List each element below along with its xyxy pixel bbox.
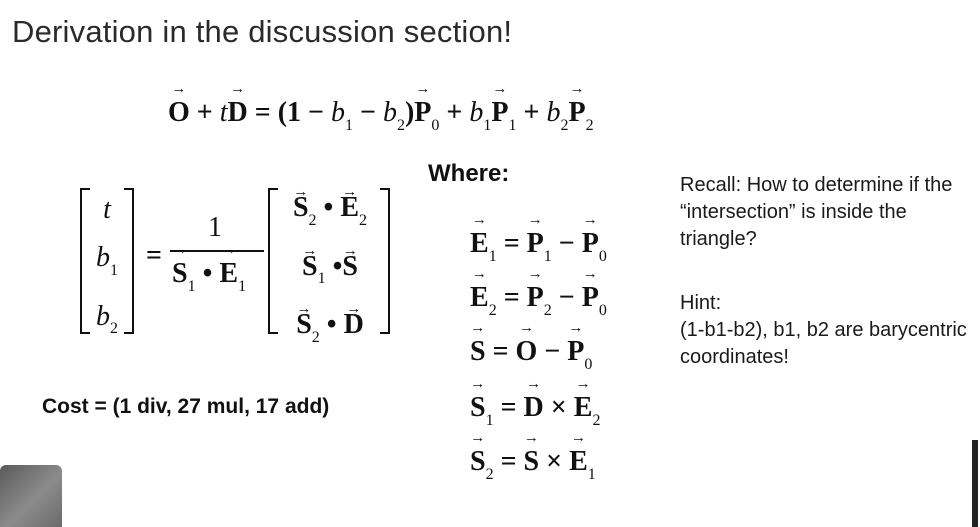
presenter-video-thumbnail	[0, 465, 62, 527]
hint-label: Hint:	[680, 292, 722, 314]
slide-title: Derivation in the discussion section!	[12, 14, 513, 49]
cost-text: Cost = (1 div, 27 mul, 17 add)	[42, 395, 330, 418]
recall-text: Recall: How to determine if the “interse…	[680, 174, 953, 250]
ray-triangle-equation: O + tD = (1 − b1 − b2)P0 + b1P1 + b2P2	[168, 97, 594, 134]
where-label: Where:	[428, 160, 510, 187]
hint-block: Hint: (1-b1-b2), b1, b2 are barycentric …	[680, 290, 970, 371]
side-edge-marker	[972, 440, 978, 527]
hint-text: (1-b1-b2), b1, b2 are barycentric coordi…	[680, 319, 967, 368]
